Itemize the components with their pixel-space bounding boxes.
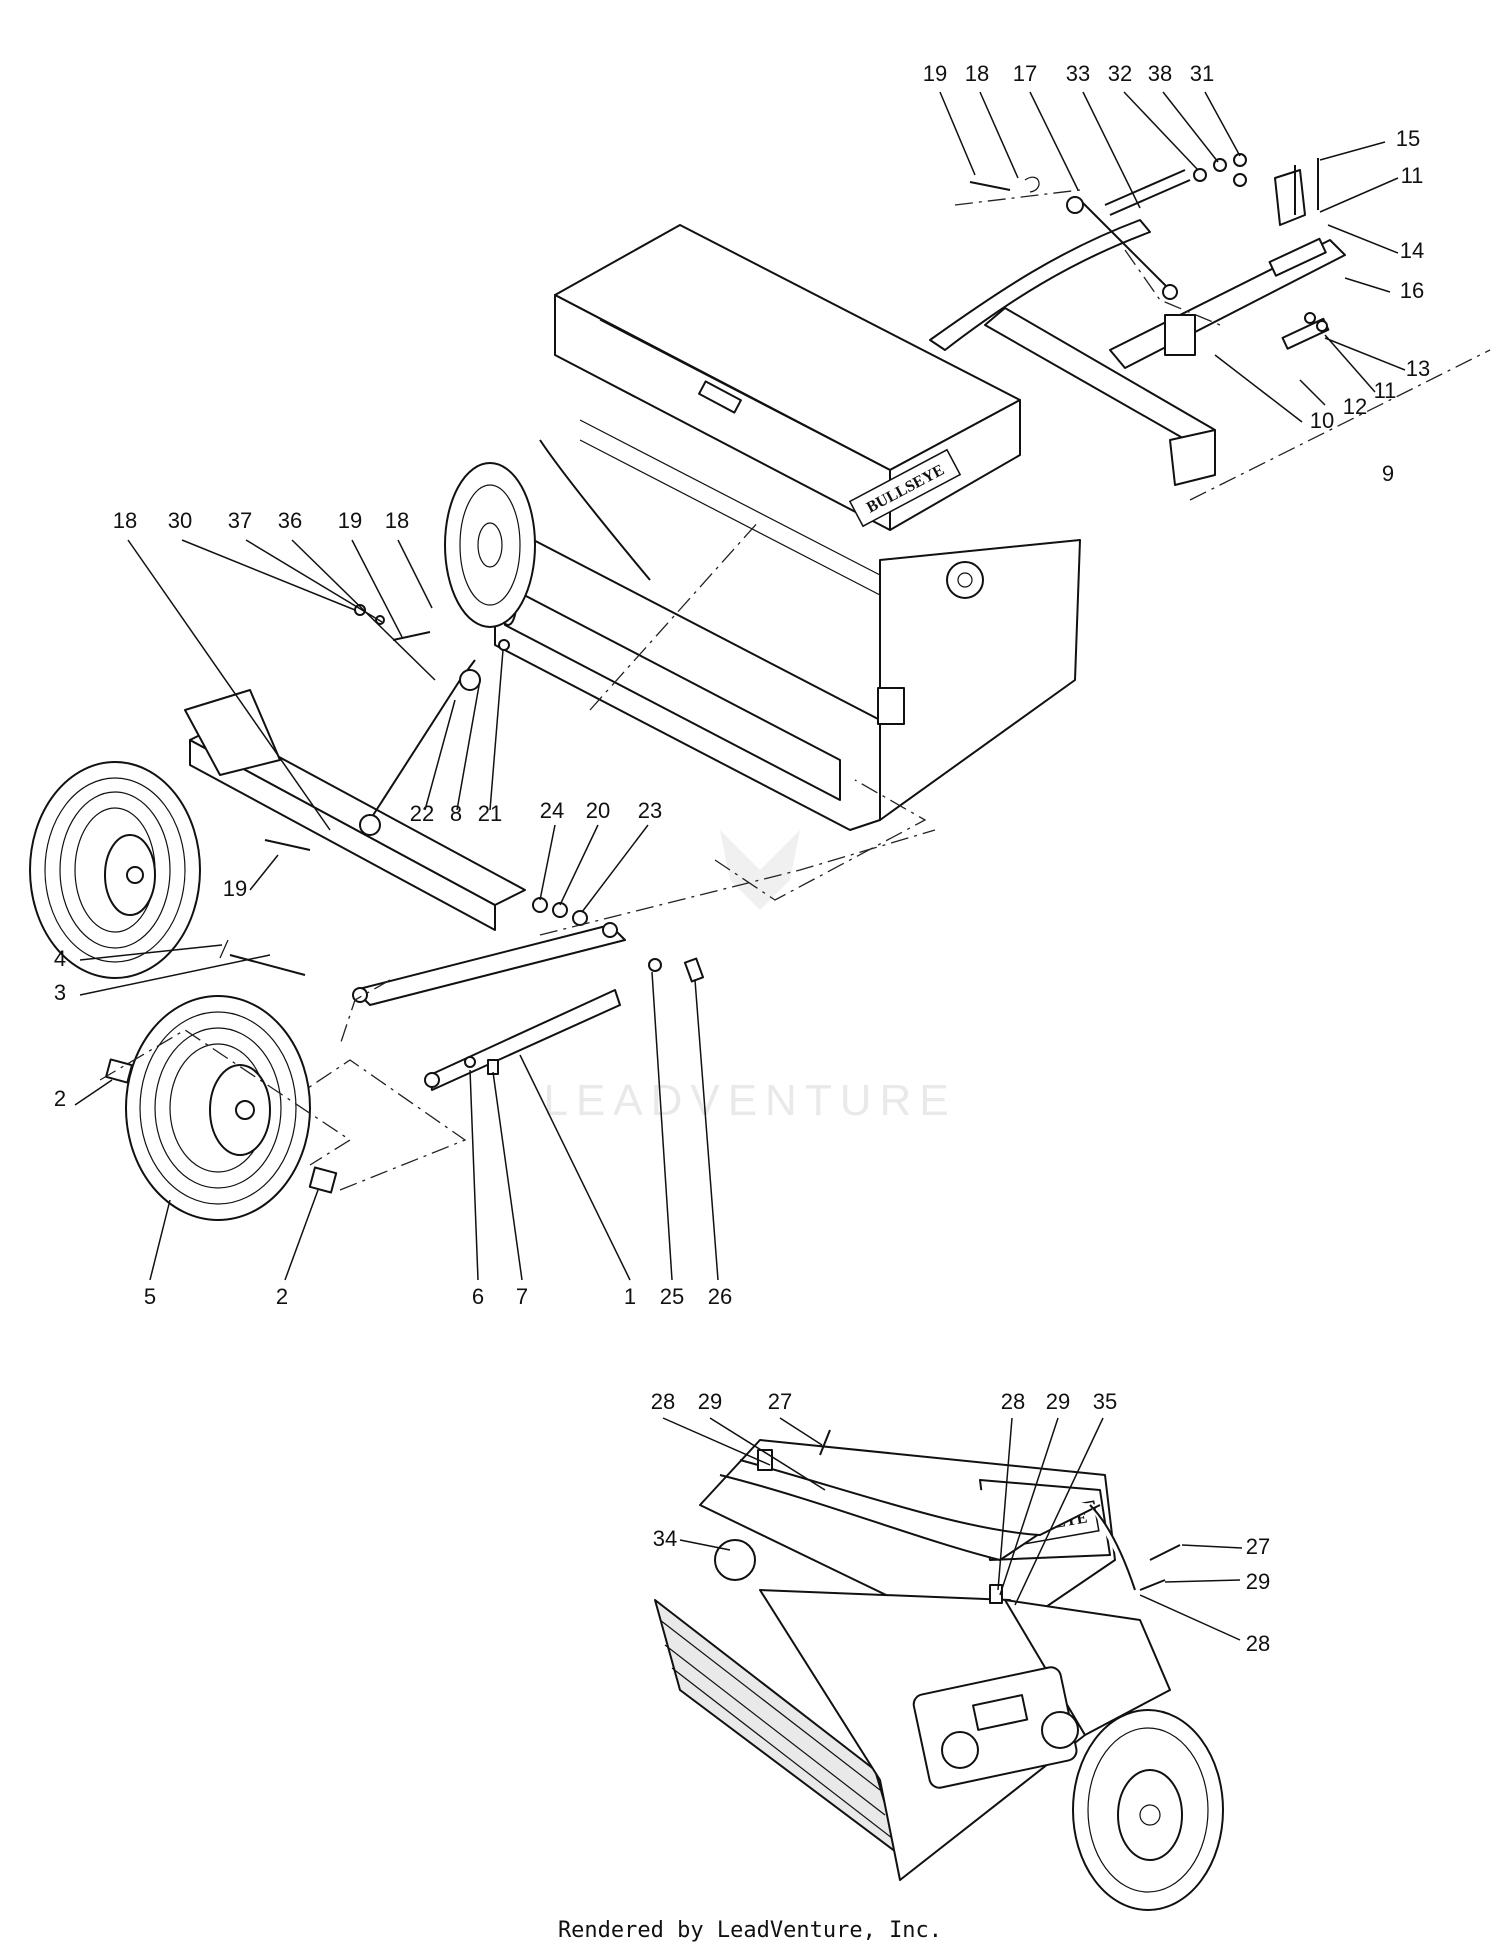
callout-5: 5 (144, 1284, 156, 1309)
watermark: LEADVENTURE (543, 830, 956, 1125)
callout-2: 2 (276, 1284, 288, 1309)
inset-callout-29: 29 (698, 1389, 722, 1414)
inset-callout-29: 29 (1246, 1569, 1270, 1594)
callout-18: 18 (965, 61, 989, 86)
callout-36: 36 (278, 508, 302, 533)
callout-labels: 19 18 17 33 32 38 31 15 11 14 16 13 11 1… (54, 61, 1430, 1656)
hitch-frame (929, 158, 1346, 486)
top-cylinder (969, 153, 1247, 300)
callout-14: 14 (1400, 238, 1424, 263)
callout-30: 30 (168, 508, 192, 533)
callout-1: 1 (624, 1284, 636, 1309)
callout-3: 3 (54, 980, 66, 1005)
inset-drawing: BULLSEYE (654, 1429, 1224, 1911)
callout-37: 37 (228, 508, 252, 533)
callout-26: 26 (708, 1284, 732, 1309)
callout-17: 17 (1013, 61, 1037, 86)
callout-31: 31 (1190, 61, 1214, 86)
inset-callout-27: 27 (1246, 1534, 1270, 1559)
callout-10: 10 (1310, 408, 1334, 433)
hopper-wheel (444, 462, 536, 628)
inset-callout-28: 28 (1001, 1389, 1025, 1414)
callout-13: 13 (1406, 356, 1430, 381)
callout-18: 18 (385, 508, 409, 533)
callout-12: 12 (1343, 394, 1367, 419)
callout-16: 16 (1400, 278, 1424, 303)
callout-leaders (74, 91, 1406, 1641)
callout-25: 25 (660, 1284, 684, 1309)
callout-7: 7 (516, 1284, 528, 1309)
callout-9: 9 (1382, 461, 1394, 486)
inset-callout-28: 28 (651, 1389, 675, 1414)
inset-callout-28: 28 (1246, 1631, 1270, 1656)
lift-axle (184, 604, 705, 1091)
watermark-text: LEADVENTURE (543, 1076, 956, 1125)
callout-2: 2 (54, 1086, 66, 1111)
callout-11: 11 (1401, 163, 1424, 188)
callout-8: 8 (450, 801, 462, 826)
callout-21: 21 (478, 801, 502, 826)
callout-15: 15 (1396, 126, 1420, 151)
inset-callout-34: 34 (653, 1526, 677, 1551)
footer-credit: Rendered by LeadVenture, Inc. (557, 1918, 943, 1943)
callout-19: 19 (223, 876, 247, 901)
axle-wheel-left (29, 761, 201, 979)
inset-callout-29: 29 (1046, 1389, 1070, 1414)
callout-18: 18 (113, 508, 137, 533)
callout-19: 19 (338, 508, 362, 533)
inset-callout-35: 35 (1093, 1389, 1117, 1414)
inset-callout-27: 27 (768, 1389, 792, 1414)
callout-20: 20 (586, 798, 610, 823)
callout-6: 6 (472, 1284, 484, 1309)
callout-19: 19 (923, 61, 947, 86)
callout-4: 4 (54, 946, 66, 971)
lower-wheel (105, 995, 338, 1221)
callout-32: 32 (1108, 61, 1132, 86)
callout-23: 23 (638, 798, 662, 823)
callout-11: 11 (1374, 378, 1397, 403)
callout-22: 22 (410, 801, 434, 826)
callout-33: 33 (1066, 61, 1090, 86)
assembly-lines (99, 189, 1491, 1191)
callout-38: 38 (1148, 61, 1172, 86)
callout-24: 24 (540, 798, 564, 823)
